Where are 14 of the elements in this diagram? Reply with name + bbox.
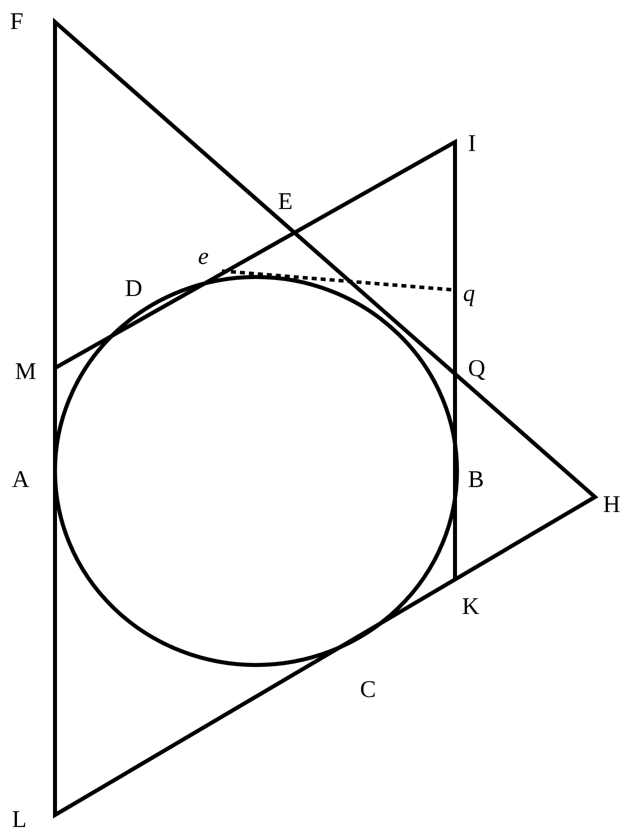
point-label: B [468, 468, 484, 492]
point-label: L [12, 808, 27, 832]
point-label: K [462, 595, 480, 619]
point-label: e [198, 245, 209, 269]
point-label: D [125, 277, 142, 301]
point-label: M [15, 360, 36, 384]
point-label: H [603, 493, 620, 517]
point-label: q [463, 282, 475, 306]
point-label: C [360, 678, 376, 702]
point-label: Q [468, 357, 486, 381]
point-label: E [278, 190, 293, 214]
point-label: F [10, 10, 24, 34]
point-label: I [468, 132, 476, 156]
point-label: A [12, 468, 30, 492]
